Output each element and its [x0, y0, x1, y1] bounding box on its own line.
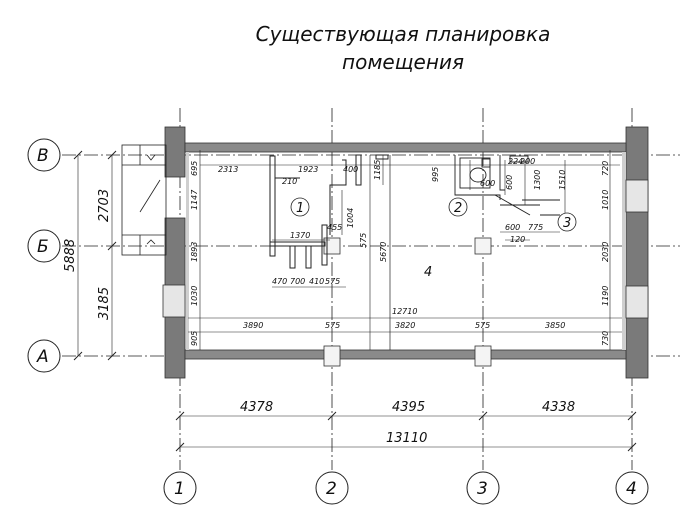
- dim-room1-bottom-1: 470: [272, 277, 287, 286]
- drawing-subtitle: помещения: [342, 50, 464, 74]
- dim-inner-total: 12710: [392, 307, 417, 316]
- dim-top-3: 400: [343, 165, 358, 174]
- room-2-marker: [448, 197, 468, 217]
- dim-wc-600b: 600: [505, 223, 520, 232]
- dim-inner-bottom-2: 575: [325, 321, 340, 330]
- dim-wc-600c: 600: [480, 179, 495, 188]
- room-4-number: 4: [424, 265, 432, 280]
- dim-wc-600: 600: [505, 175, 514, 190]
- room-1-partitions: [269, 154, 391, 350]
- dim-left-inner-4: 1030: [190, 286, 199, 306]
- dim-room1-bottom-4: 575: [325, 277, 340, 286]
- dim-room1-1004: 1004: [346, 208, 355, 228]
- dim-room1-575: 575: [359, 233, 368, 248]
- dim-inner-bottom-5: 3850: [545, 321, 565, 330]
- axis-label-col-3: 3: [477, 479, 488, 499]
- walls: [162, 126, 649, 379]
- room-3-number: 3: [563, 216, 571, 231]
- dim-top-1: 2313: [218, 165, 238, 174]
- dim-bottom-span-1: 4378: [240, 400, 273, 415]
- axis-label-row-a: А: [36, 347, 49, 367]
- dim-left-lower: 3185: [97, 287, 112, 320]
- dim-inner-bottom-3: 3820: [395, 321, 415, 330]
- dim-right-inner-1: 720: [601, 161, 610, 176]
- dim-room1-bottom-2: 700: [290, 277, 305, 286]
- axis-label-row-b: Б: [37, 237, 49, 257]
- dim-left-total: 5888: [63, 239, 78, 272]
- dim-inner-bottom-1: 3890: [243, 321, 263, 330]
- room-3-marker: [557, 212, 577, 232]
- axis-label-col-1: 1: [174, 479, 185, 499]
- axis-label-col-4: 4: [626, 479, 637, 499]
- dim-room1-455: 455: [327, 223, 342, 232]
- dim-left-inner-1: 695: [190, 161, 199, 176]
- drawing-title: Существующая планировка: [255, 22, 551, 46]
- dim-room1-bottom-3: 410: [309, 277, 324, 286]
- dim-wc-775: 775: [528, 223, 543, 232]
- dim-wc-1300: 1300: [533, 170, 542, 190]
- dim-inner-bottom-4: 575: [475, 321, 490, 330]
- dim-top-2: 1923: [298, 165, 318, 174]
- dim-right-inner-2: 1010: [601, 190, 610, 210]
- dim-bottom-total: 13110: [386, 431, 427, 446]
- dim-top-4: 210: [282, 177, 297, 186]
- room-1-marker: [290, 197, 310, 217]
- room-2-number: 2: [454, 201, 462, 216]
- dim-right-inner-3: 2030: [601, 242, 610, 262]
- dim-right-inner-5: 730: [601, 331, 610, 346]
- dim-room1-1185: 1185: [373, 160, 382, 180]
- dimension-ticks: [73, 150, 637, 452]
- dim-wc-224: 224: [508, 157, 523, 166]
- dim-wc-1510: 1510: [558, 170, 567, 190]
- dim-left-inner-5: 905: [190, 331, 199, 346]
- dim-bottom-span-3: 4338: [542, 400, 575, 415]
- dim-left-upper: 2703: [97, 189, 112, 222]
- axis-label-col-2: 2: [326, 479, 337, 499]
- entrance-vestibule: [121, 144, 167, 256]
- room-1-number: 1: [296, 201, 304, 216]
- dim-wc-120: 120: [510, 235, 525, 244]
- dim-wc-200: 200: [520, 157, 535, 166]
- dimension-lines: [77, 150, 632, 448]
- axis-bubbles: [27, 138, 649, 505]
- dim-wc-995: 995: [431, 167, 440, 182]
- dim-room1-width: 1370: [290, 231, 310, 240]
- dim-bottom-span-2: 4395: [392, 400, 425, 415]
- axis-label-row-v: В: [37, 146, 49, 166]
- wc-fixtures: [454, 155, 560, 216]
- dim-left-inner-3: 1893: [190, 242, 199, 262]
- dim-room4-5670: 5670: [379, 242, 388, 262]
- dim-right-inner-4: 1190: [601, 286, 610, 306]
- dim-left-inner-2: 1147: [190, 189, 199, 210]
